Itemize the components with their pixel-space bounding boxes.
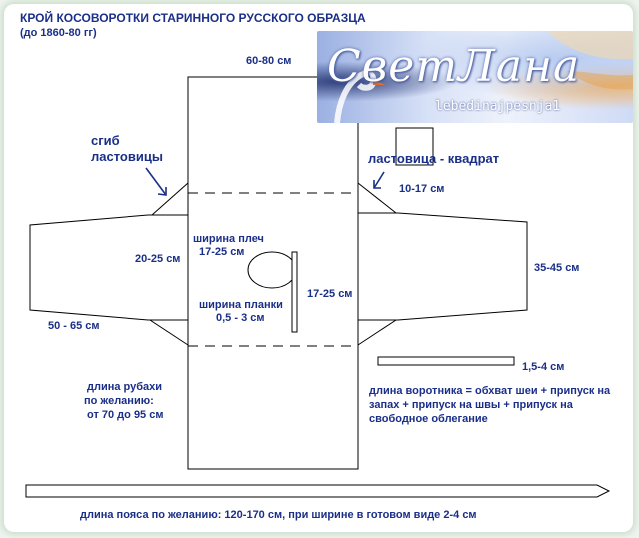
swan-icon (334, 31, 633, 123)
label-gusset-fold-2: ластовицы (91, 149, 163, 164)
label-shirt-length-2: по желанию: (84, 395, 154, 407)
label-shoulder-width-2: 17-25 см (199, 246, 245, 258)
fold-arrow-icon (145, 167, 167, 196)
label-gusset-size: 10-17 см (399, 183, 445, 195)
right-gusset-top (357, 181, 398, 214)
label-collar-width: 1,5-4 см (522, 361, 565, 373)
label-sleeve-length: 50 - 65 см (48, 320, 100, 332)
left-gusset-bottom (148, 319, 189, 346)
right-gusset-bottom (357, 319, 398, 346)
label-placket-width-1: ширина планки (199, 299, 283, 311)
label-sleeve-top: 20-25 см (135, 253, 181, 265)
label-placket-length: 17-25 см (307, 288, 353, 300)
label-gusset-fold-1: сгиб (91, 133, 120, 148)
gusset-square (395, 127, 434, 166)
label-shirt-length-3: от 70 до 95 см (87, 409, 164, 421)
label-placket-width-2: 0,5 - 3 см (216, 312, 265, 324)
belt-strip (25, 484, 611, 498)
left-sleeve-piece (29, 214, 189, 321)
label-shirt-length-1: длина рубахи (87, 381, 163, 393)
placket-piece (291, 251, 298, 333)
left-gusset-top (150, 181, 189, 216)
label-collar-length-3: свободное облегание (369, 413, 488, 425)
label-belt-length: длина пояса по желанию: 120-170 см, при … (80, 509, 477, 521)
label-sleeve-end: 35-45 см (534, 262, 580, 274)
label-shoulder-width-1: ширина плеч (193, 233, 264, 245)
label-gusset-square: ластовица - квадрат (368, 151, 500, 166)
right-sleeve-piece (357, 212, 528, 321)
diagram-title-line2: (до 1860-80 гг) (20, 27, 97, 39)
neck-opening (247, 251, 297, 289)
watermark-subtitle: lebedinajpesnja1 (435, 99, 561, 114)
gusset-arrow-icon (373, 171, 385, 189)
collar-strip (377, 356, 515, 366)
watermark-title: СветЛана (327, 41, 581, 92)
label-collar-length-2: запах + припуск на швы + припуск на (369, 399, 573, 411)
diagram-title-line1: КРОЙ КОСОВОРОТКИ СТАРИННОГО РУССКОГО ОБР… (20, 11, 366, 25)
watermark-banner: СветЛана lebedinajpesnja1 (317, 31, 633, 123)
label-body-width: 60-80 см (246, 55, 292, 67)
label-collar-length-1: длина воротника = обхват шеи + припуск н… (369, 385, 611, 397)
